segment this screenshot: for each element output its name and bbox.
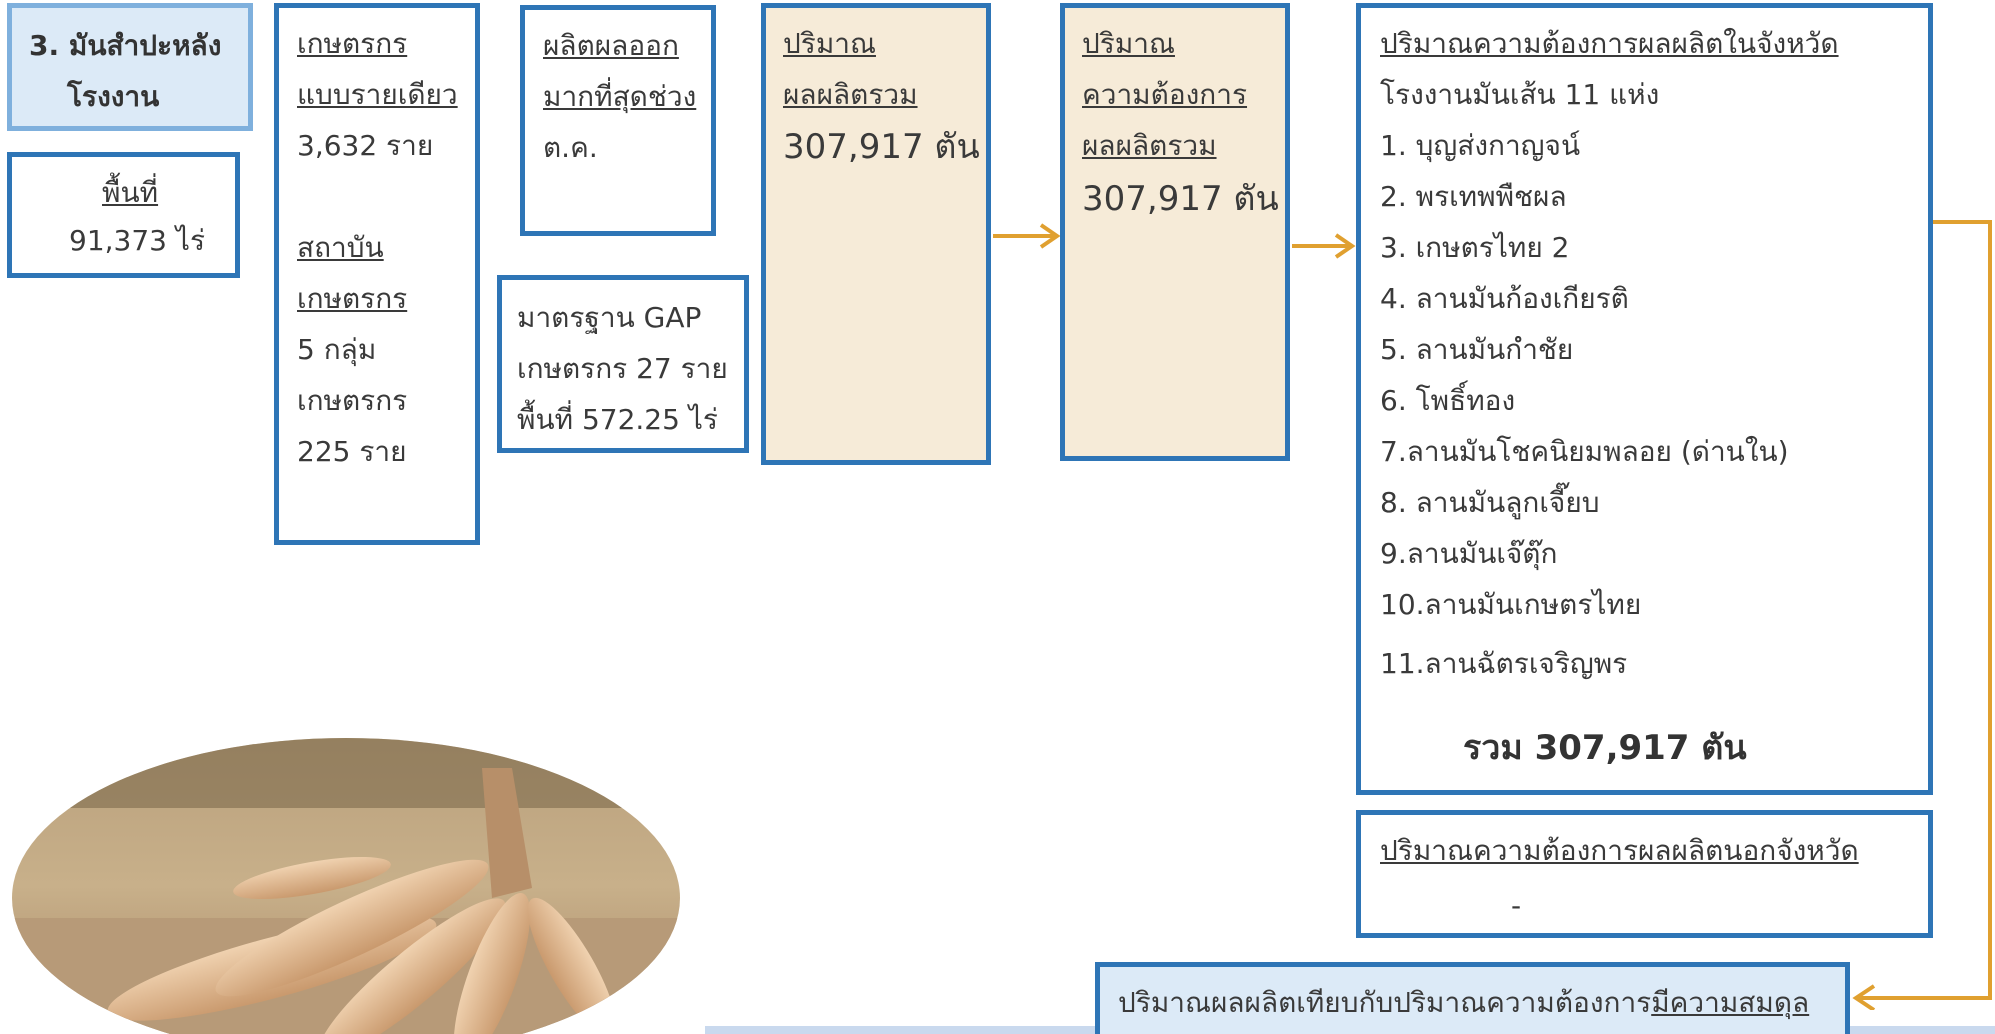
in-province-demand-box: ปริมาณความต้องการผลผลิตในจังหวัด โรงงานม… [1356, 3, 1933, 795]
demand-value: 307,917 ตัน [1082, 179, 1279, 219]
arrow-right-icon [1292, 233, 1356, 259]
gap-line3: พื้นที่ 572.25 ไร่ [517, 403, 718, 436]
factory-item: 9.ลานมันเจ๊ตุ๊ก [1380, 537, 1558, 570]
in-province-total: รวม 307,917 ตัน [1463, 728, 1747, 768]
group-farmers-label: เกษตรกร [297, 384, 408, 417]
groups-count: 5 กลุ่ม [297, 333, 377, 366]
factory-item: 1. บุญส่งกาญจน์ [1380, 129, 1581, 162]
area-box: พื้นที่ 91,373 ไร่ [7, 152, 240, 278]
out-province-title: ปริมาณความต้องการผลผลิตนอกจังหวัด [1380, 834, 1859, 867]
peak-label1: ผลิตผลออก [543, 29, 679, 62]
production-label2: ผลผลิตรวม [783, 78, 918, 111]
farmers-count: 3,632 ราย [297, 129, 434, 162]
balance-label: ปริมาณผลผลิตเทียบกับปริมาณความต้องการ [1118, 986, 1652, 1019]
peak-label2: มากที่สุดช่วง [543, 80, 697, 113]
balance-status: มีความสมดุล [1651, 986, 1810, 1019]
peak-value: ต.ค. [543, 131, 598, 164]
demand-label3: ผลผลิตรวม [1082, 129, 1217, 162]
factory-item: 10.ลานมันเกษตรไทย [1380, 588, 1642, 621]
out-province-value: - [1511, 889, 1522, 922]
factory-item: 11.ลานฉัตรเจริญพร [1380, 647, 1628, 680]
gap-standard-box: มาตรฐาน GAP เกษตรกร 27 ราย พื้นที่ 572.2… [497, 275, 749, 453]
production-label1: ปริมาณ [783, 27, 876, 60]
title-line1: 3. มันสำปะหลัง [29, 29, 222, 62]
demand-label2: ความต้องการ [1082, 78, 1248, 111]
factory-item: 7.ลานมันโชคนิยมพลอย (ด่านใน) [1380, 435, 1789, 468]
factory-item: 3. เกษตรไทย 2 [1380, 231, 1570, 264]
farmers-label2: แบบรายเดียว [297, 78, 458, 111]
balance-text: ปริมาณผลผลิตเทียบกับปริมาณความต้องการมีค… [1118, 977, 1809, 1028]
group-farmers-count: 225 ราย [297, 435, 407, 468]
balance-box: ปริมาณผลผลิตเทียบกับปริมาณความต้องการมีค… [1095, 962, 1850, 1034]
institution-label1: สถาบัน [297, 231, 384, 264]
demand-label1: ปริมาณ [1082, 27, 1175, 60]
cassava-root-photo-icon [12, 738, 680, 1034]
factory-item: 8. ลานมันลูกเจี๊ยบ [1380, 486, 1600, 519]
production-value: 307,917 ตัน [783, 127, 980, 167]
demand-box: ปริมาณ ความต้องการ ผลผลิตรวม 307,917 ตัน [1060, 3, 1290, 461]
area-value: 91,373 ไร่ [69, 224, 205, 257]
factory-item: 2. พรเทพพืชผล [1380, 180, 1567, 213]
factory-item: 6. โพธิ์ทอง [1380, 384, 1516, 417]
connector-arrow-icon [1852, 220, 1992, 1010]
title-line2: โรงงาน [67, 80, 160, 113]
farmers-label1: เกษตรกร [297, 27, 408, 60]
farmers-box: เกษตรกร แบบรายเดียว 3,632 ราย สถาบัน เกษ… [274, 3, 480, 545]
gap-line1: มาตรฐาน GAP [517, 301, 702, 334]
factory-item: 4. ลานมันก้องเกียรติ [1380, 282, 1629, 315]
area-label: พื้นที่ [102, 176, 159, 209]
in-province-subtitle: โรงงานมันเส้น 11 แห่ง [1380, 78, 1660, 111]
arrow-right-icon [993, 223, 1061, 249]
peak-season-box: ผลิตผลออก มากที่สุดช่วง ต.ค. [520, 5, 716, 236]
out-province-demand-box: ปริมาณความต้องการผลผลิตนอกจังหวัด - [1356, 810, 1933, 938]
title-box: 3. มันสำปะหลัง โรงงาน [7, 3, 253, 131]
production-box: ปริมาณ ผลผลิตรวม 307,917 ตัน [761, 3, 991, 465]
factory-item: 5. ลานมันกำชัย [1380, 333, 1574, 366]
gap-line2: เกษตรกร 27 ราย [517, 352, 728, 385]
institution-label2: เกษตรกร [297, 282, 408, 315]
in-province-title: ปริมาณความต้องการผลผลิตในจังหวัด [1380, 27, 1839, 60]
